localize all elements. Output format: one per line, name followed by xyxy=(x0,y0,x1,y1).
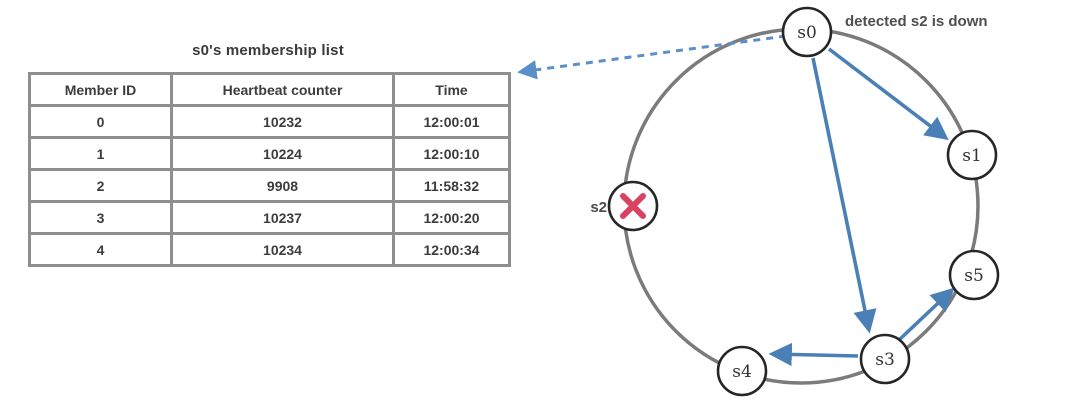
member-id-cell: 3 xyxy=(28,200,173,235)
time-cell: 12:00:01 xyxy=(392,104,511,139)
heartbeat-cell: 10234 xyxy=(170,232,395,267)
node-s5: s5 xyxy=(948,249,1000,301)
node-label: s1 xyxy=(962,146,982,166)
node-circle xyxy=(946,129,998,181)
heartbeat-cell: 10224 xyxy=(170,136,395,171)
node-label: s5 xyxy=(964,266,984,286)
time-cell: 12:00:10 xyxy=(392,136,511,171)
column-header-member-id: Member ID xyxy=(28,72,173,107)
arrow-s3-to-s4 xyxy=(768,342,859,367)
time-cell: 12:00:34 xyxy=(392,232,511,267)
table-row: 3 10237 12:00:20 xyxy=(28,200,511,235)
node-label: s0 xyxy=(797,23,817,43)
ring-circle xyxy=(622,27,980,385)
node-s0: s0 xyxy=(781,6,833,58)
table-row: 0 10232 12:00:01 xyxy=(28,104,511,139)
table-row: 1 10224 12:00:10 xyxy=(28,136,511,171)
table-row: 4 10234 12:00:34 xyxy=(28,232,511,267)
heartbeat-cell: 10237 xyxy=(170,200,395,235)
member-id-cell: 2 xyxy=(28,168,173,203)
table-row-stale: 2 9908 11:58:32 xyxy=(28,168,511,203)
dashed-link-s0-to-table xyxy=(517,34,787,80)
node-label-s2: s2 xyxy=(590,199,607,216)
node-s3: s3 xyxy=(859,333,911,385)
member-id-cell: 4 xyxy=(28,232,173,267)
node-circle xyxy=(859,333,911,385)
membership-list-table: Member ID Heartbeat counter Time 0 10232… xyxy=(28,72,511,267)
member-id-cell: 1 xyxy=(28,136,173,171)
heartbeat-cell-stale: 9908 xyxy=(170,168,395,203)
annotation-detected-down: detected s2 is down xyxy=(845,13,988,30)
node-label: s4 xyxy=(732,362,752,382)
column-header-time: Time xyxy=(392,72,511,107)
arrow-s3-to-s5 xyxy=(897,287,955,342)
node-circle xyxy=(948,249,1000,301)
membership-list-title: s0's membership list xyxy=(192,42,344,59)
column-header-heartbeat-counter: Heartbeat counter xyxy=(170,72,395,107)
heartbeat-cell: 10232 xyxy=(170,104,395,139)
node-label: s3 xyxy=(875,350,895,370)
node-s1: s1 xyxy=(946,129,998,181)
member-id-cell: 0 xyxy=(28,104,173,139)
node-circle xyxy=(781,6,833,58)
table-header-row: Member ID Heartbeat counter Time xyxy=(28,72,511,107)
time-cell: 12:00:20 xyxy=(392,200,511,235)
node-s4: s4 xyxy=(716,345,768,397)
node-s2-failed: s2 xyxy=(590,180,659,232)
time-cell-stale: 11:58:32 xyxy=(392,168,511,203)
arrow-s0-to-s3 xyxy=(811,57,877,334)
node-circle xyxy=(716,345,768,397)
x-icon xyxy=(620,193,646,219)
arrow-s0-to-s1 xyxy=(827,47,949,141)
